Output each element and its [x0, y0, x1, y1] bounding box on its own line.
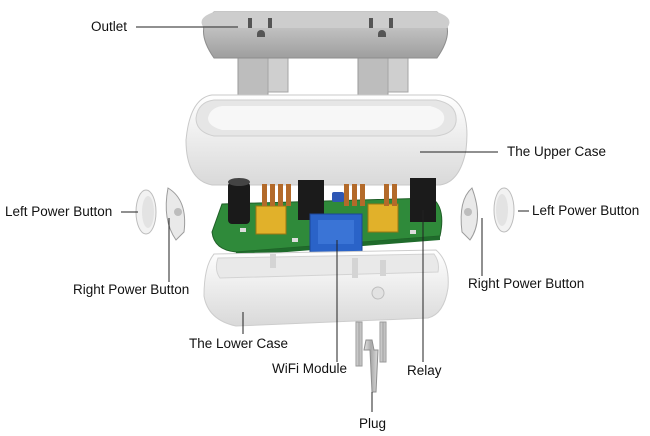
plug-pins	[355, 321, 387, 393]
label-left-power-button: Left Power Button	[5, 204, 113, 219]
lower-case-part	[203, 249, 449, 327]
right-button-parts	[460, 187, 515, 241]
label-right-power-button-left: Right Power Button	[73, 282, 190, 297]
label-relay: Relay	[407, 363, 442, 378]
pcb-assembly	[211, 178, 443, 256]
left-button-parts	[135, 187, 186, 241]
label-left-power-button-right: Left Power Button	[532, 203, 640, 218]
leader-lines	[121, 26, 529, 412]
outlet-part	[201, 11, 450, 105]
label-right-power-button-right: Right Power Button	[468, 276, 585, 291]
label-outlet: Outlet	[91, 19, 128, 34]
label-lower-case: The Lower Case	[189, 336, 289, 351]
label-upper-case: The Upper Case	[507, 144, 607, 159]
upper-case-part	[185, 94, 468, 186]
label-wifi-module: WiFi Module	[272, 361, 348, 376]
label-plug: Plug	[359, 416, 387, 431]
